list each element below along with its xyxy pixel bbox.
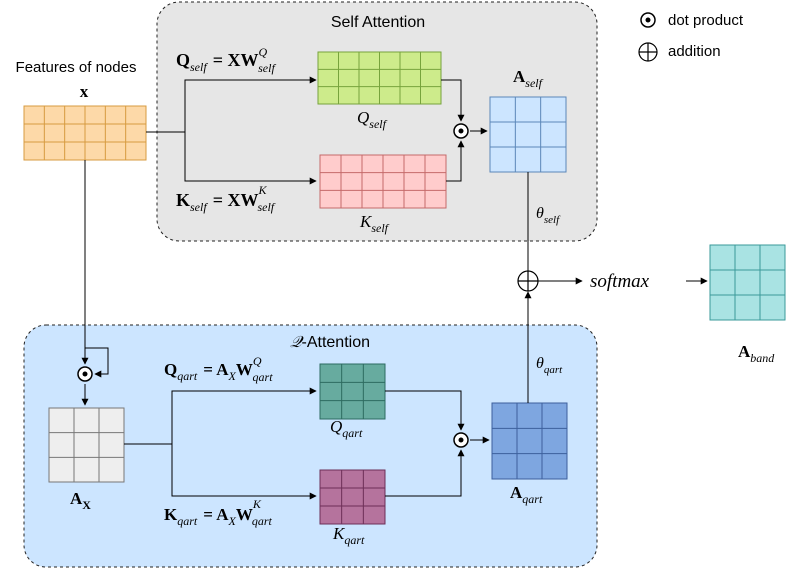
legend: dot product addition xyxy=(638,12,744,62)
dot-product-icon xyxy=(77,366,93,382)
matrix-frame xyxy=(489,96,567,173)
k-qart-matrix xyxy=(319,469,386,525)
a-x-label: AX xyxy=(70,489,91,512)
q-self-label: Qself xyxy=(357,108,388,131)
a-qart-matrix xyxy=(491,402,568,480)
dot-product-icon xyxy=(453,432,469,448)
addition-icon xyxy=(517,270,539,292)
matrix-frame xyxy=(48,407,125,483)
input-x-label: x xyxy=(80,82,89,101)
connectors xyxy=(81,76,708,500)
legend-dot-label: dot product xyxy=(668,12,744,29)
a-self-label: Aself xyxy=(513,67,544,90)
k-self-matrix xyxy=(319,154,447,209)
addition-icon xyxy=(638,42,658,62)
q-attention-title: 𝒬-Attention xyxy=(290,334,370,351)
features-matrix xyxy=(23,105,147,161)
theta-qart-label: θqart xyxy=(536,355,563,376)
a-band-matrix xyxy=(709,244,786,321)
matrix-frame xyxy=(319,363,386,420)
a-qart-label: Aqart xyxy=(510,483,543,506)
q-qart-label: Qqart xyxy=(330,417,363,440)
q-qart-matrix xyxy=(319,363,386,420)
dot-product-icon xyxy=(640,12,656,28)
matrix-frame xyxy=(319,469,386,525)
input-title: Features of nodes xyxy=(16,59,137,76)
legend-plus-label: addition xyxy=(668,43,721,60)
dot-product-icon xyxy=(453,123,469,139)
matrix-frame xyxy=(709,244,786,321)
matrix-frame xyxy=(491,402,568,480)
a-self-matrix xyxy=(489,96,567,173)
q-self-matrix xyxy=(317,51,442,105)
k-qart-label: Kqart xyxy=(332,524,365,547)
self-attention-title: Self Attention xyxy=(331,14,425,31)
theta-self-label: θself xyxy=(536,205,561,226)
q-attention-panel xyxy=(23,324,598,568)
k-self-label: Kself xyxy=(359,212,390,235)
a-x-matrix xyxy=(48,407,125,483)
a-band-label: Aband xyxy=(738,342,775,365)
softmax-label: softmax xyxy=(590,271,650,292)
